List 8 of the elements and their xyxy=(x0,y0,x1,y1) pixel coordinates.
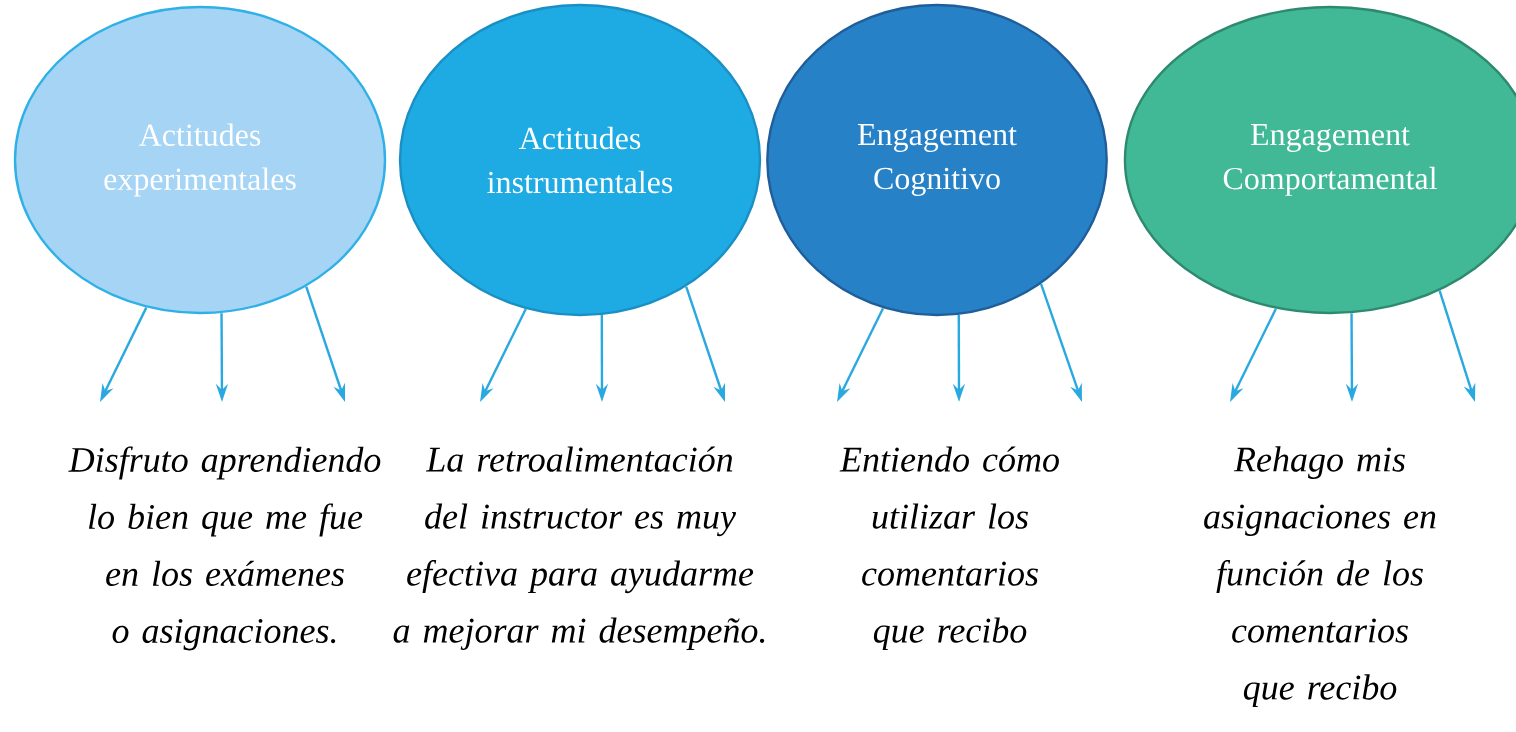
ellipse-node: Actitudes instrumentales xyxy=(398,3,762,317)
statement-text: La retroalimentación del instructor es muy efectiva para ayudarme a mejorar mi desempeño. xyxy=(393,446,765,651)
ellipse-node: Engagement Cognitivo xyxy=(766,3,1108,317)
statement-text: Disfruto aprendiendo lo bien que me fue en los exámenes o asignaciones. xyxy=(68,446,381,651)
statement-text: Rehago mis asignaciones en función de los comentarios que recibo xyxy=(1204,446,1436,707)
ellipse-node: Actitudes experimentales xyxy=(13,5,387,315)
ellipse-node: Engagement Comportamental xyxy=(1123,5,1516,315)
statement-text: Entiendo cómo utilizar los comentarios que recibo xyxy=(839,446,1059,651)
